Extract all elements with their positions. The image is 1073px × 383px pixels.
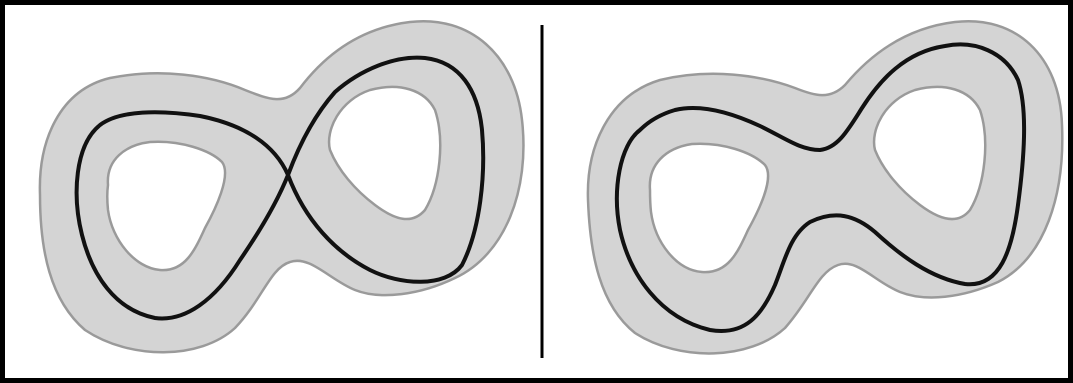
panel-right — [588, 21, 1062, 353]
panel-left — [40, 21, 524, 352]
